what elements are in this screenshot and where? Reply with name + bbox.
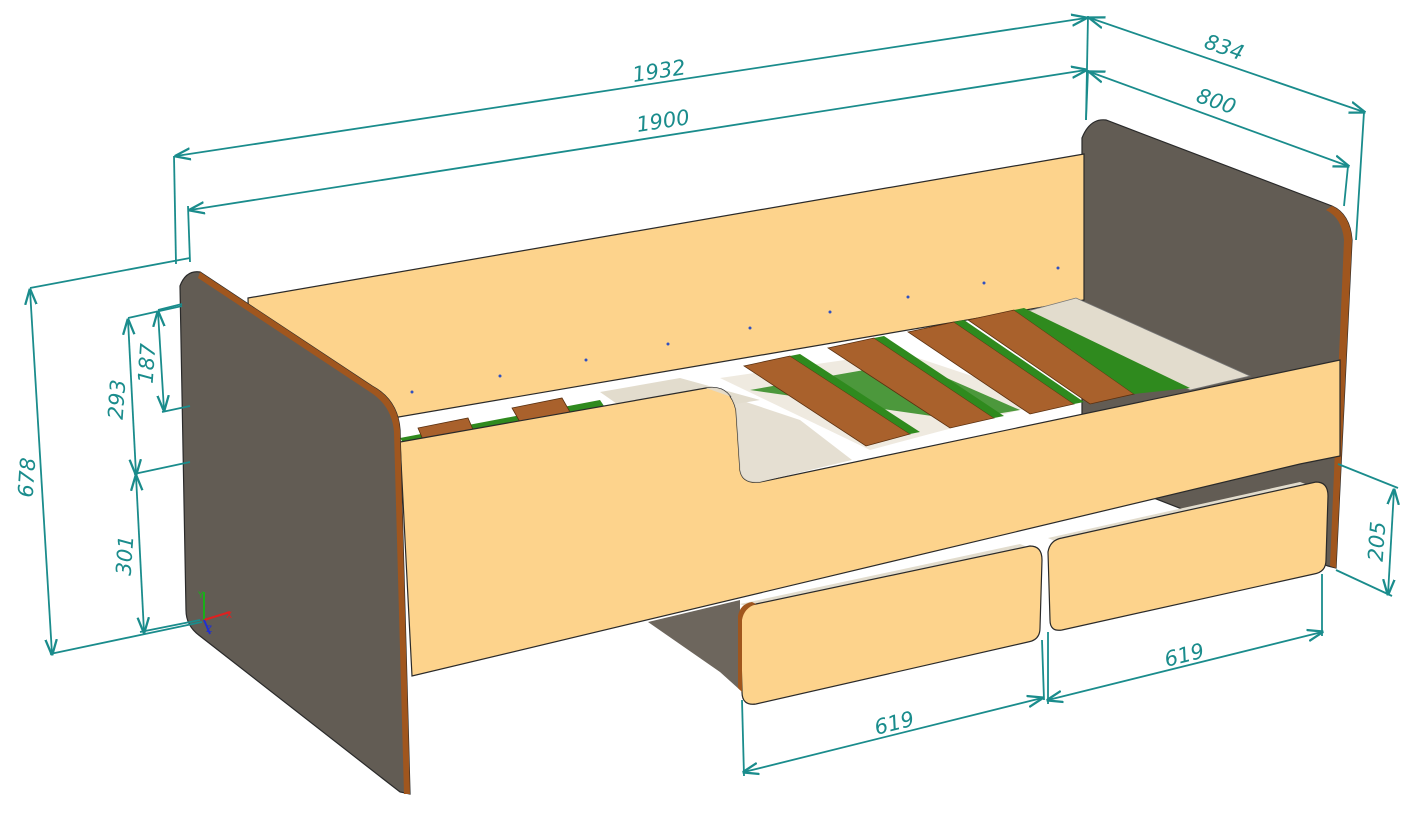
slat-strip-3: [790, 354, 920, 434]
dim-total-width: 834: [1201, 30, 1247, 66]
dim-line-205: [1388, 490, 1394, 594]
dim-cutout-depth: 187: [134, 342, 161, 384]
dim-inner-width: 800: [1193, 84, 1239, 120]
dim-drawer-height: 205: [1364, 521, 1391, 563]
dim-line-800: [1090, 72, 1348, 166]
slat-strip-6: [1014, 308, 1190, 394]
dim-total-height: 678: [14, 457, 41, 499]
axis-z-line: [203, 619, 211, 635]
dim-drawer-2-length: 619: [1162, 639, 1207, 672]
dowel-marks: [410, 266, 1060, 394]
axis-x-line: [203, 611, 231, 621]
axis-z-label: Z: [206, 625, 212, 635]
dimension-lines: [30, 18, 1394, 772]
front-rail-cutout-inner: [706, 387, 852, 483]
slat-strip-5: [954, 320, 1084, 404]
dim-line-1932: [176, 18, 1086, 156]
drawer-cavity: [648, 600, 740, 690]
dim-line-187: [158, 312, 164, 410]
dim-line-619-b: [1048, 632, 1322, 700]
drawer-1-edge: [738, 602, 756, 692]
axis-y-label: Y: [197, 591, 204, 601]
axis-triad: Y X Z: [197, 591, 232, 635]
dim-line-1900: [190, 70, 1086, 210]
axis-x-label: X: [226, 611, 232, 621]
bed-model: [179, 119, 1353, 795]
dim-line-293: [128, 320, 136, 474]
dim-line-619-a: [744, 698, 1042, 772]
dim-rail-height: 293: [104, 379, 131, 421]
dim-total-length: 1932: [631, 55, 687, 87]
dimension-annotations: 1932 1900 834 800 678 293 187 301 205 61…: [14, 16, 1398, 777]
slat-strip-4: [874, 336, 1004, 418]
dim-line-678: [30, 290, 52, 654]
dim-drawer-1-length: 619: [872, 707, 917, 740]
dim-line-301: [136, 476, 144, 632]
dim-floor-clearance: 301: [112, 535, 139, 577]
